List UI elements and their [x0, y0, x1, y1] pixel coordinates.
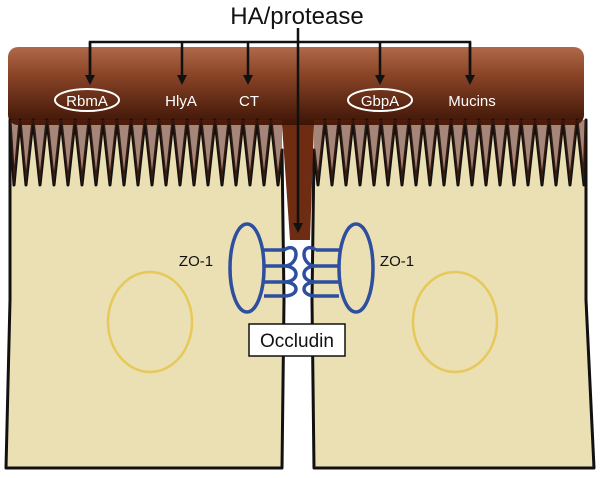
occludin-loops [283, 246, 317, 298]
occludin-label: Occludin [260, 331, 334, 352]
left-nucleus [106, 270, 194, 374]
left-epithelial-cell [4, 118, 286, 470]
target-ct: CT [239, 93, 259, 110]
target-rbmA: RbmA [66, 93, 108, 110]
arrows [85, 28, 475, 233]
zo1-left-ring [228, 222, 266, 314]
zo1-right-ring [337, 222, 375, 314]
title: HA/protease [230, 3, 363, 30]
zo1-right-label: ZO-1 [380, 253, 414, 270]
rbmA-oval [54, 88, 120, 112]
microvilli-shading [10, 120, 586, 185]
right-nucleus [411, 270, 499, 374]
zo1-left-label: ZO-1 [179, 253, 213, 270]
target-gbpA: GbpA [361, 93, 399, 110]
gbpA-oval [347, 88, 413, 112]
right-epithelial-cell [310, 118, 596, 470]
target-hlyA: HlyA [165, 93, 197, 110]
target-mucins: Mucins [448, 93, 496, 110]
tight-junction [228, 222, 375, 314]
mucus-layer [8, 47, 584, 125]
occludin-box [248, 323, 346, 357]
